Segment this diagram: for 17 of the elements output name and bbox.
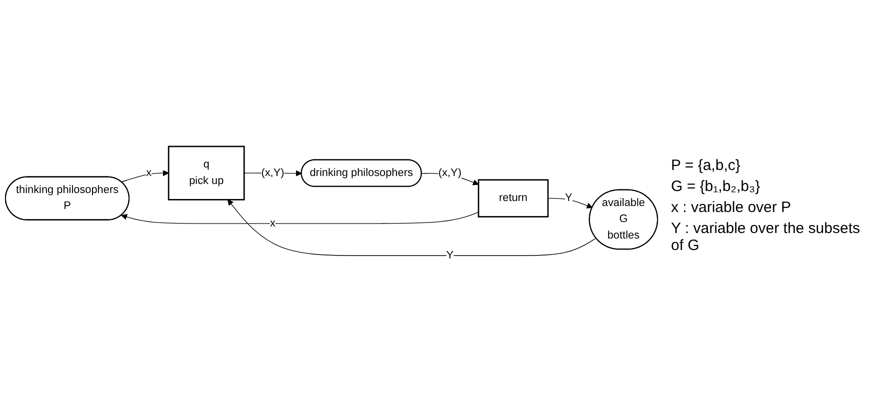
edge-label: x [270,217,276,229]
arrow [121,170,169,182]
edge-label: (x,Y) [438,166,462,178]
note-text: G = {b₁,b₂,b₃} [671,178,762,194]
edge-label: (x,Y) [261,166,284,178]
node-box: q pick up [168,146,245,200]
edge-label: Y [446,249,454,261]
note-text: Y : variable over the subsets of G [671,220,861,254]
arrow [244,170,302,176]
note-text: x : variable over P [671,198,792,216]
arrow [548,198,593,208]
note-text: P = {a,b,c} [671,156,742,174]
edge-label: x [146,166,152,178]
arrow [227,199,596,256]
arrow [121,212,479,224]
edge-label: Y [565,192,572,204]
node-box: return [478,179,549,218]
